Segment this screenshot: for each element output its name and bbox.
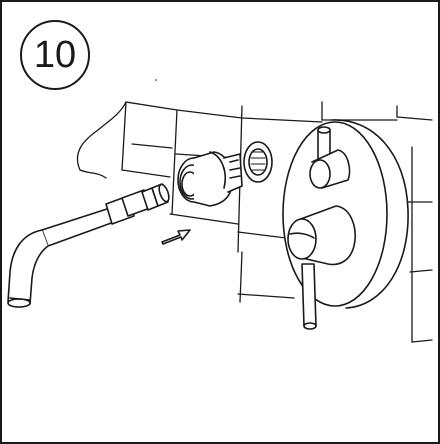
spout (7, 183, 170, 308)
cover-plate (282, 119, 409, 330)
step-number: 10 (33, 33, 77, 76)
wall-tiles (76, 101, 433, 343)
speck (155, 79, 157, 81)
step-number-badge: 10 (20, 20, 90, 90)
thread-ring (243, 141, 273, 183)
insertion-arrow-icon (161, 229, 191, 245)
wall-connector (177, 151, 243, 207)
